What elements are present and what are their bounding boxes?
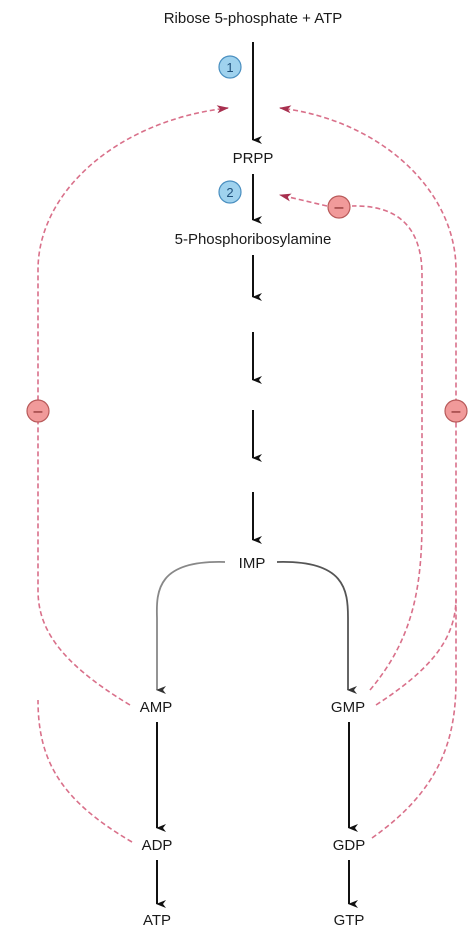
step-badge-2-number: 2	[226, 185, 233, 200]
branch-imp-to-gmp	[276, 561, 357, 694]
feedback-paths	[37, 105, 457, 843]
inhibit-badge-right-circle	[444, 399, 468, 423]
gdp-label: GDP	[333, 837, 366, 854]
inhibit-badge-left-circle	[26, 399, 50, 423]
step-badge-2-circle	[218, 180, 242, 204]
inhibit-badge-left: –	[26, 399, 50, 423]
phosphoribosylamine-label: 5-Phosphoribosylamine	[175, 231, 332, 248]
step-badge-2: 2	[218, 180, 242, 204]
inhibit-badge-step2-symbol: –	[335, 199, 344, 216]
step-badge-1-circle	[218, 55, 242, 79]
feedback-gdp-to-step1	[279, 105, 457, 839]
gmp-label: GMP	[331, 699, 365, 716]
inhibit-badge-left-symbol: –	[34, 403, 43, 420]
imp-label: IMP	[239, 555, 266, 572]
feedback-adp-to-step1	[37, 699, 133, 843]
feedback-inhibit-to-step2	[279, 193, 328, 207]
atp-label: ATP	[143, 912, 171, 929]
gtp-label: GTP	[334, 912, 365, 929]
prpp-label: PRPP	[233, 150, 274, 167]
feedback-gmp-to-step2	[351, 205, 423, 691]
imp-branches	[155, 561, 357, 694]
step-badge-1: 1	[218, 55, 242, 79]
inhibit-badge-right: –	[444, 399, 468, 423]
adp-label: ADP	[142, 837, 173, 854]
inhibit-badge-step2-circle	[327, 195, 351, 219]
inhibit-badge-step2: –	[327, 195, 351, 219]
step-badge-1-number: 1	[226, 60, 233, 75]
feedback-gmp-to-step1	[375, 599, 457, 706]
amp-label: AMP	[140, 699, 173, 716]
substrate-label: Ribose 5-phosphate + ATP	[164, 10, 343, 27]
feedback-amp-to-step1	[37, 105, 229, 706]
branch-imp-to-amp	[155, 561, 226, 694]
inhibit-badge-right-symbol: –	[452, 403, 461, 420]
main-pathway-arrows	[156, 42, 358, 908]
